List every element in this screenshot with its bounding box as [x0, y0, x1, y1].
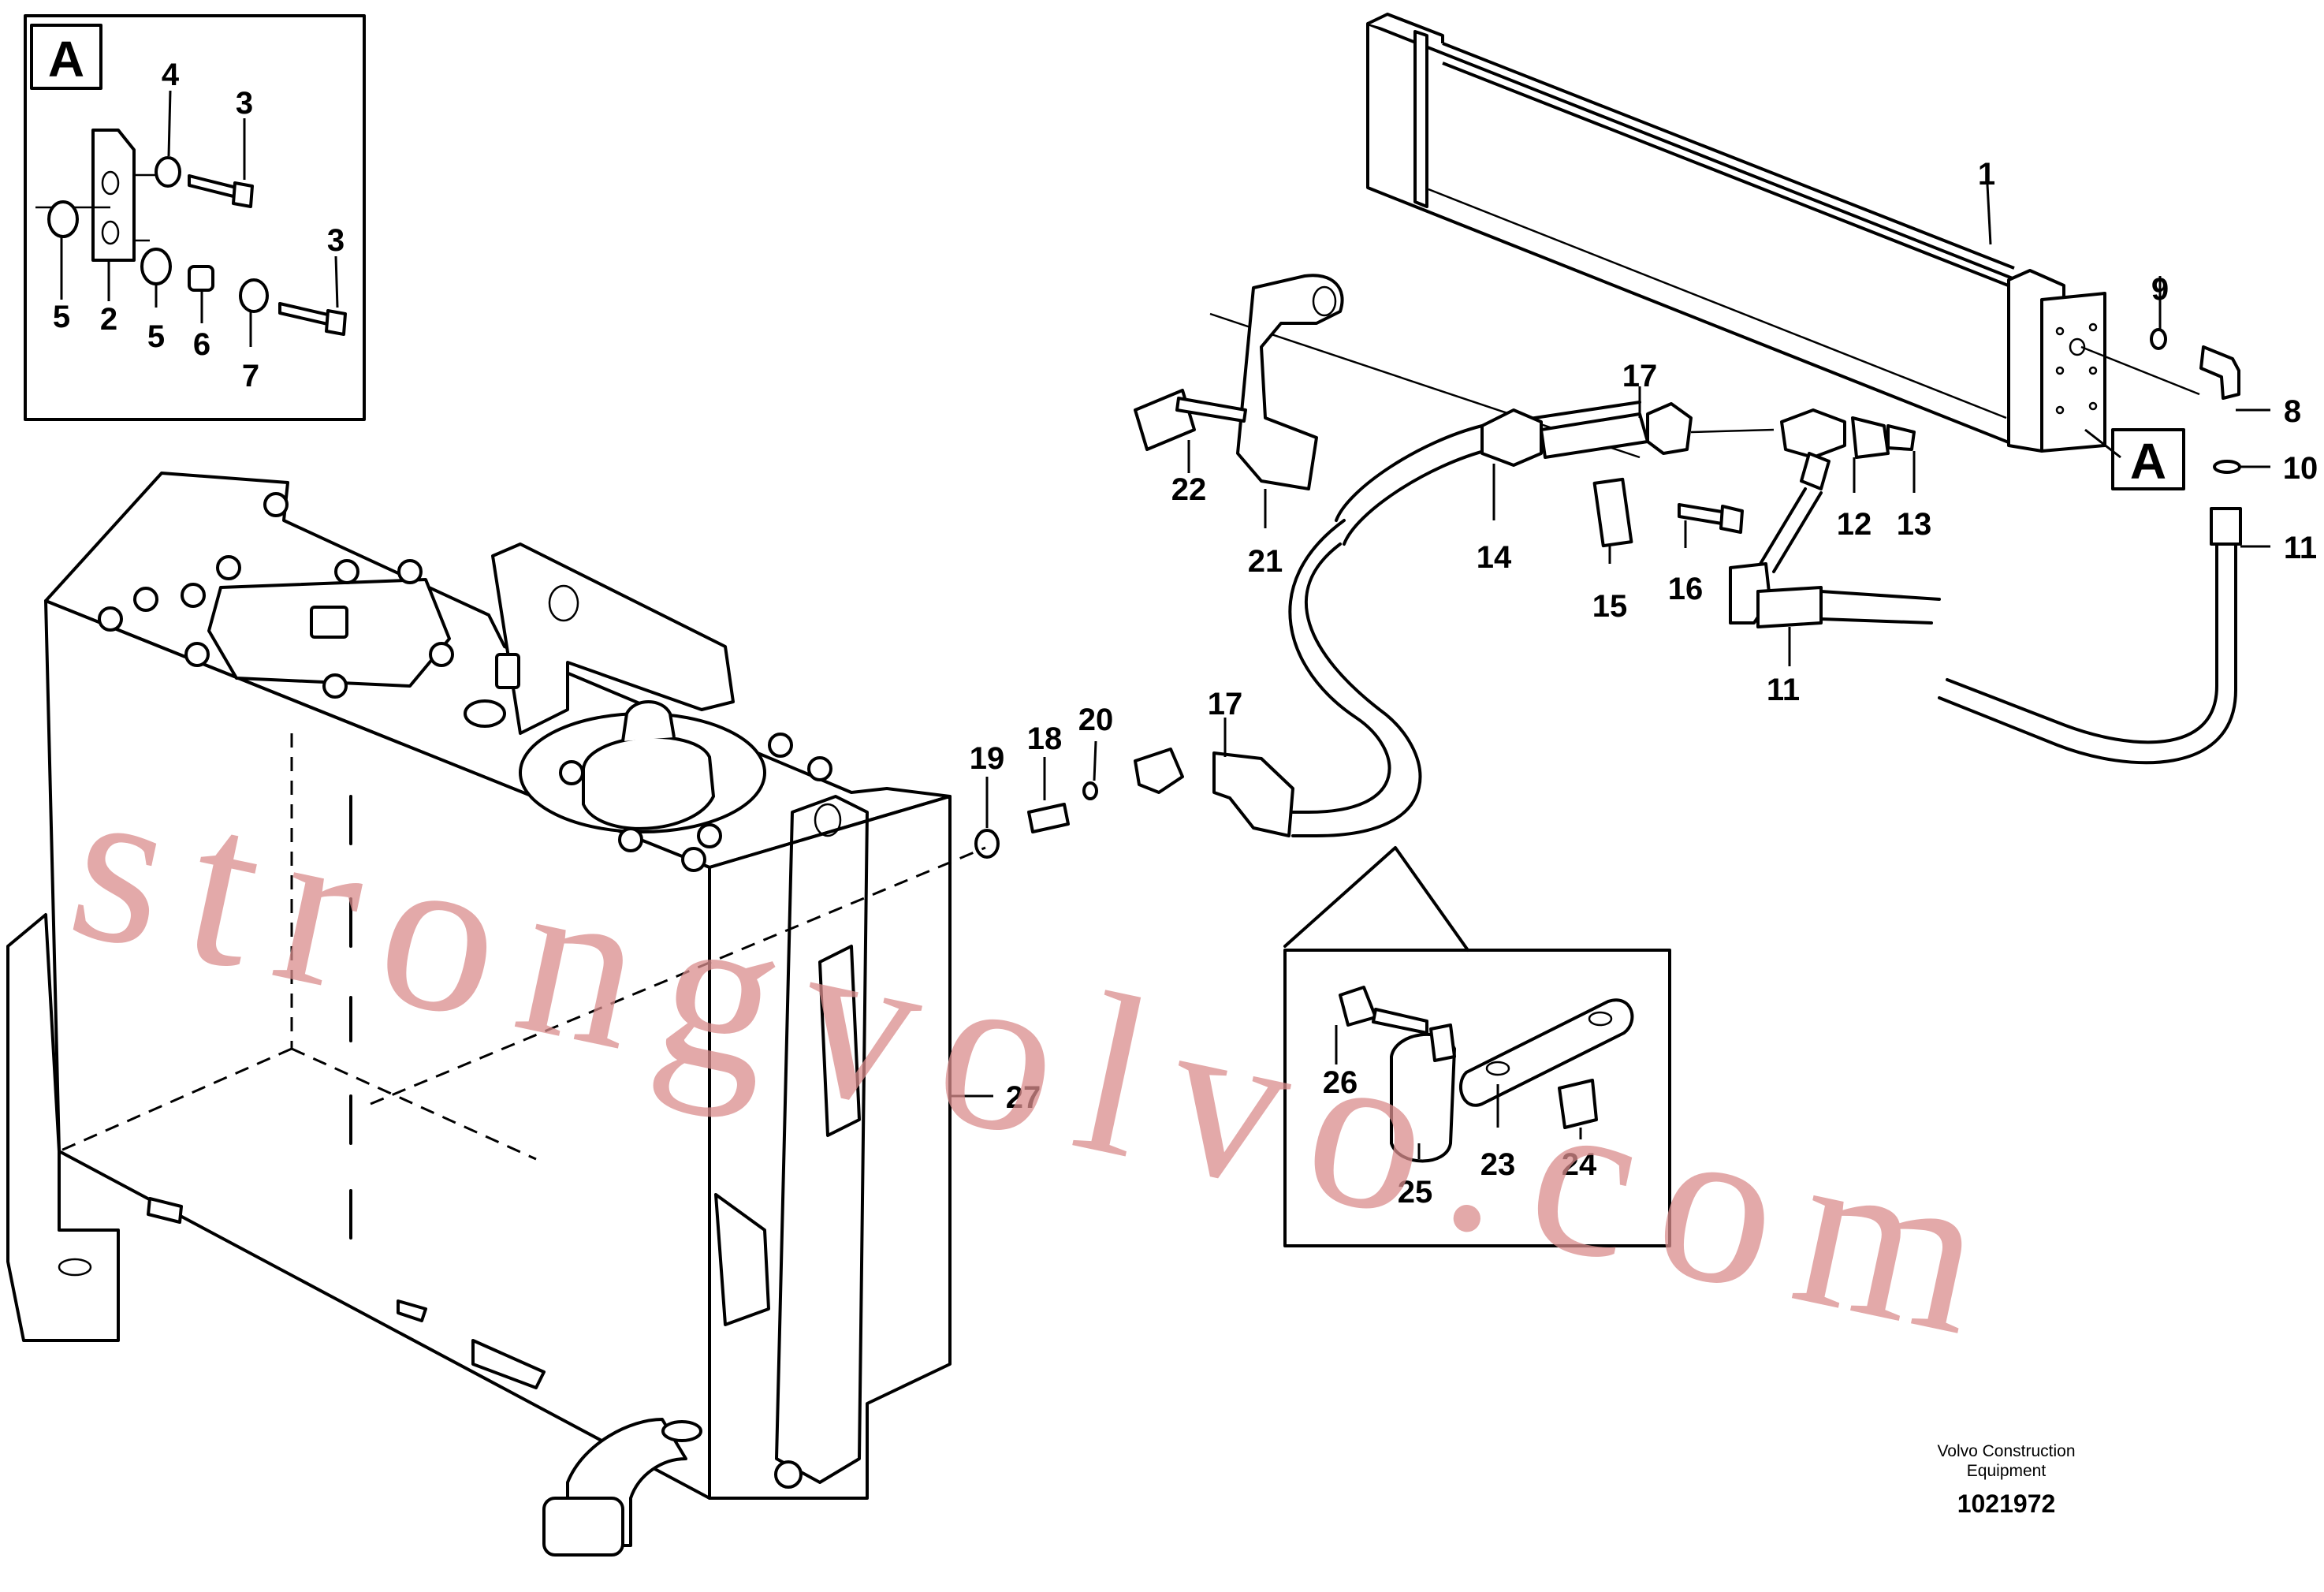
callout-11-left: 11	[1767, 673, 1800, 707]
callout-27: 27	[1006, 1080, 1041, 1115]
detail-a-label: A	[48, 31, 84, 88]
callout-3-bottom: 3	[327, 223, 345, 258]
credit-line-1: Volvo Construction	[1937, 1442, 2075, 1460]
top-bolts	[98, 492, 832, 872]
callout-15: 15	[1592, 589, 1628, 624]
detail-a-panel: A 4 3 3 5 2 5 6 7	[24, 14, 366, 421]
callout-20: 20	[1078, 703, 1114, 737]
callout-10: 10	[2283, 451, 2318, 486]
detail-a-reference: A	[2084, 428, 2185, 490]
callout-22: 22	[1171, 472, 1207, 507]
callout-6: 6	[193, 327, 210, 362]
credit-block: Volvo Construction Equipment 1021972	[1937, 1442, 2075, 1518]
callout-5-right: 5	[147, 319, 165, 354]
oil-cooler: 1	[1366, 13, 2106, 453]
callout-19: 19	[970, 741, 1005, 776]
detail-a-reference-label: A	[2130, 433, 2166, 490]
callout-17-top: 17	[1622, 359, 1658, 393]
detail-clamp-inset: 26 25 23 24	[1283, 846, 1671, 1247]
callout-3-top: 3	[236, 86, 253, 121]
callout-24: 24	[1562, 1147, 1597, 1182]
callout-23: 23	[1480, 1147, 1516, 1182]
credit-line-2: Equipment	[1967, 1462, 2047, 1480]
callout-12: 12	[1837, 507, 1872, 542]
tank-fittings: 17 20 18 19	[970, 687, 1294, 859]
callout-16: 16	[1668, 572, 1704, 606]
callout-4: 4	[162, 58, 180, 92]
callout-8: 8	[2284, 394, 2301, 429]
callout-13: 13	[1897, 507, 1932, 542]
callout-21: 21	[1248, 544, 1283, 579]
lower-hose-11: 11	[1729, 487, 1941, 707]
callout-7: 7	[242, 359, 259, 393]
return-hose	[1288, 519, 1422, 837]
callout-11-right: 11	[2284, 531, 2317, 565]
callout-9: 9	[2151, 272, 2169, 307]
callout-17-bottom: 17	[1208, 687, 1243, 721]
upper-hose-assembly: 17 14 15 16 12 13	[1335, 359, 1932, 624]
callout-1: 1	[1978, 157, 1995, 192]
callout-5-left: 5	[53, 300, 70, 334]
hydraulic-tank: 27	[6, 472, 1041, 1557]
callout-2: 2	[100, 302, 117, 337]
right-fittings: 9 8 10 11	[1938, 272, 2318, 765]
bracket-21: 22 21	[1134, 274, 1641, 579]
callout-26: 26	[1323, 1065, 1358, 1100]
callout-18: 18	[1027, 721, 1063, 756]
callout-25: 25	[1398, 1175, 1433, 1210]
callout-14: 14	[1477, 540, 1512, 575]
drawing-number: 1021972	[1957, 1489, 2056, 1518]
